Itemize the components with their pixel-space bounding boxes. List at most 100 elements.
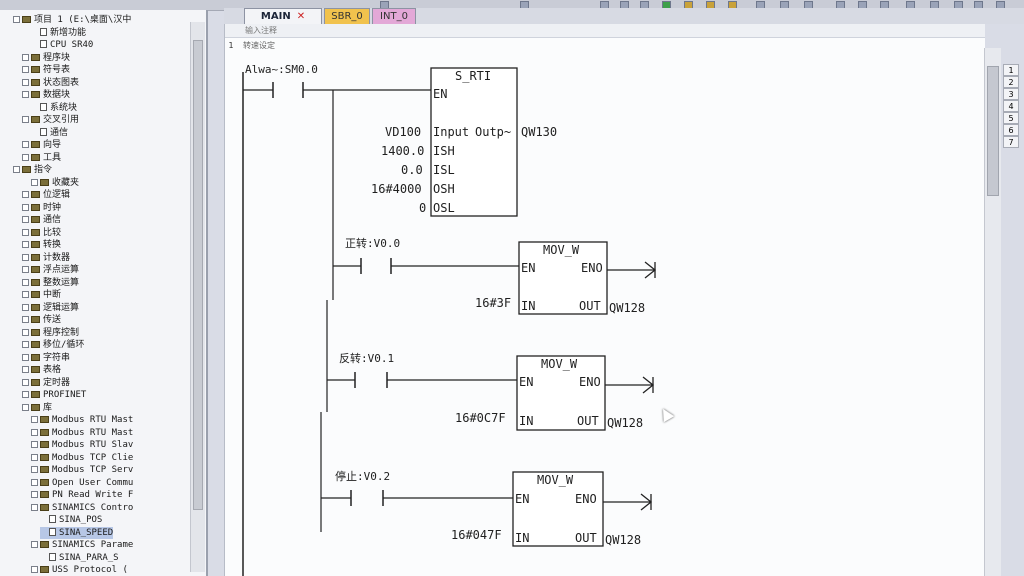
tree-item[interactable]: SINA_PARA_S xyxy=(40,552,119,564)
expand-toggle-icon[interactable] xyxy=(31,503,38,511)
expand-toggle-icon[interactable] xyxy=(31,566,38,573)
tree-item[interactable]: 中断 xyxy=(22,289,61,301)
expand-toggle-icon[interactable] xyxy=(22,278,29,286)
tree-item[interactable]: 计数器 xyxy=(22,252,70,264)
mov-w-in-value-1[interactable]: 16#3F xyxy=(475,296,511,310)
expand-toggle-icon[interactable] xyxy=(22,353,29,361)
expand-toggle-icon[interactable] xyxy=(31,428,38,436)
tree-scroll-thumb[interactable] xyxy=(193,40,203,510)
expand-toggle-icon[interactable] xyxy=(22,53,29,61)
network-number-cell[interactable]: 5 xyxy=(1003,112,1019,124)
editor-scroll-thumb[interactable] xyxy=(987,66,999,196)
tree-item[interactable]: 收藏夹 xyxy=(31,177,79,189)
editor-scrollbar[interactable] xyxy=(984,48,1001,576)
tree-item[interactable]: PN Read Write F xyxy=(31,489,133,501)
tree-item[interactable]: 通信 xyxy=(22,214,61,226)
tab-int0[interactable]: INT_0 xyxy=(372,8,416,24)
tree-item[interactable]: 传送 xyxy=(22,314,61,326)
tree-item[interactable]: SINAMICS Contro xyxy=(31,502,133,514)
tree-item[interactable]: SINAMICS Parame xyxy=(31,539,133,551)
s-rti-output-value[interactable]: QW130 xyxy=(521,125,557,139)
expand-toggle-icon[interactable] xyxy=(31,478,38,486)
expand-toggle-icon[interactable] xyxy=(22,403,29,411)
tree-item[interactable]: 移位/循环 xyxy=(22,339,84,351)
expand-toggle-icon[interactable] xyxy=(22,241,29,248)
s-rti-box[interactable] xyxy=(430,67,518,217)
expand-toggle-icon[interactable] xyxy=(31,491,38,498)
network-number-cell[interactable]: 3 xyxy=(1003,88,1019,100)
tree-item[interactable]: 比较 xyxy=(22,227,61,239)
tree-item[interactable]: PROFINET xyxy=(22,389,86,401)
network-title[interactable]: 转速设定 xyxy=(243,41,275,50)
expand-toggle-icon[interactable] xyxy=(22,203,29,211)
tree-item[interactable]: Modbus TCP Serv xyxy=(31,464,133,476)
mov-w-box-1[interactable] xyxy=(518,241,608,315)
s-rti-osl-value[interactable]: 0 xyxy=(419,201,426,215)
expand-toggle-icon[interactable] xyxy=(22,91,29,98)
tree-item[interactable]: 程序块 xyxy=(22,52,70,64)
mov-w-out-value-3[interactable]: QW128 xyxy=(605,533,641,547)
expand-toggle-icon[interactable] xyxy=(31,441,38,448)
expand-toggle-icon[interactable] xyxy=(22,341,29,348)
tree-item[interactable]: 整数运算 xyxy=(22,277,79,289)
expand-toggle-icon[interactable] xyxy=(13,16,20,23)
tree-item[interactable]: Modbus RTU Mast xyxy=(31,414,133,426)
mov-w-out-value-1[interactable]: QW128 xyxy=(609,301,645,315)
expand-toggle-icon[interactable] xyxy=(22,216,29,223)
expand-toggle-icon[interactable] xyxy=(13,166,20,173)
tree-item[interactable]: 定时器 xyxy=(22,377,70,389)
expand-toggle-icon[interactable] xyxy=(22,66,29,73)
tree-item[interactable]: 转换 xyxy=(22,239,61,251)
expand-toggle-icon[interactable] xyxy=(22,328,29,336)
tree-item[interactable]: SINA_SPEED xyxy=(40,526,114,539)
expand-toggle-icon[interactable] xyxy=(31,466,38,473)
tree-item[interactable]: 状态图表 xyxy=(22,77,79,89)
tree-item[interactable]: 向导 xyxy=(22,139,61,151)
tree-item[interactable]: 新增功能 xyxy=(31,27,86,39)
tree-item[interactable]: Open User Commu xyxy=(31,477,133,489)
tree-item[interactable]: CPU SR40 xyxy=(31,39,93,51)
s-rti-input-value[interactable]: VD100 xyxy=(385,125,421,139)
expand-toggle-icon[interactable] xyxy=(31,453,38,461)
tree-item[interactable]: Modbus TCP Clie xyxy=(31,452,133,464)
mov-w-out-value-2[interactable]: QW128 xyxy=(607,416,643,430)
expand-toggle-icon[interactable] xyxy=(22,253,29,261)
expand-toggle-icon[interactable] xyxy=(22,116,29,123)
tree-item[interactable]: 浮点运算 xyxy=(22,264,79,276)
tree-item[interactable]: 库 xyxy=(22,402,52,414)
mov-w-in-value-2[interactable]: 16#0C7F xyxy=(455,411,506,425)
tree-item[interactable]: 通信 xyxy=(31,127,68,139)
tree-item[interactable]: 逻辑运算 xyxy=(22,302,79,314)
network-number-cell[interactable]: 7 xyxy=(1003,136,1019,148)
mov-w-box-2[interactable] xyxy=(516,355,606,431)
tree-item[interactable]: 字符串 xyxy=(22,352,70,364)
close-icon[interactable]: ✕ xyxy=(296,11,306,22)
expand-toggle-icon[interactable] xyxy=(22,141,29,148)
tree-scrollbar[interactable] xyxy=(190,22,205,572)
expand-toggle-icon[interactable] xyxy=(22,153,29,161)
s-rti-ish-value[interactable]: 1400.0 xyxy=(381,144,424,158)
expand-toggle-icon[interactable] xyxy=(22,78,29,86)
ladder-editor[interactable]: 输入注释 1 转速设定 Alwa~:SM0.0 S_RTI EN Input O… xyxy=(224,24,985,576)
expand-toggle-icon[interactable] xyxy=(22,316,29,323)
s-rti-osh-value[interactable]: 16#4000 xyxy=(371,182,422,196)
tree-item[interactable]: 指令 xyxy=(13,164,52,176)
expand-toggle-icon[interactable] xyxy=(22,291,29,298)
network-number-cell[interactable]: 6 xyxy=(1003,124,1019,136)
expand-toggle-icon[interactable] xyxy=(31,416,38,423)
tree-item[interactable]: 项目 1 (E:\桌面\汉中 xyxy=(13,14,131,26)
expand-toggle-icon[interactable] xyxy=(22,266,29,273)
expand-toggle-icon[interactable] xyxy=(31,541,38,548)
tree-item[interactable]: 符号表 xyxy=(22,64,70,76)
network-number-cell[interactable]: 4 xyxy=(1003,100,1019,112)
expand-toggle-icon[interactable] xyxy=(22,303,29,311)
network-number-cell[interactable]: 2 xyxy=(1003,76,1019,88)
expand-toggle-icon[interactable] xyxy=(31,178,38,186)
tree-item[interactable]: USS Protocol ( xyxy=(31,564,128,576)
tab-main[interactable]: MAIN✕ xyxy=(244,8,322,24)
network-number-cell[interactable]: 1 xyxy=(1003,64,1019,76)
tree-item[interactable]: 表格 xyxy=(22,364,61,376)
mov-w-box-3[interactable] xyxy=(512,471,604,547)
tab-sbr0[interactable]: SBR_0 xyxy=(324,8,370,24)
tree-item[interactable]: SINA_POS xyxy=(40,514,102,526)
